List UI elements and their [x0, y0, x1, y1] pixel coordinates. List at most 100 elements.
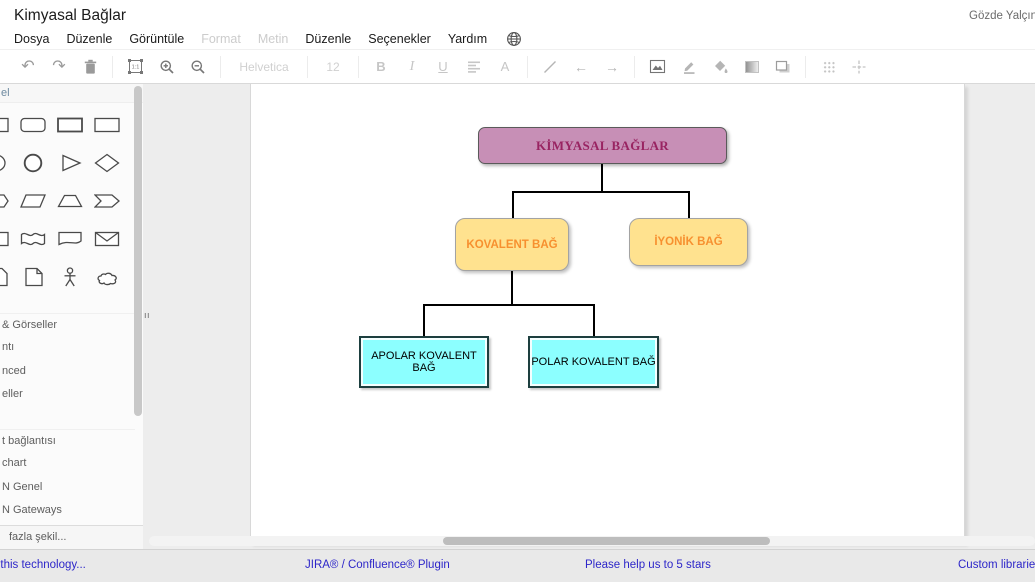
shape-actor[interactable]: [57, 267, 83, 287]
language-globe-icon[interactable]: [506, 31, 522, 47]
gradient-icon[interactable]: [744, 58, 760, 76]
shape-diamond[interactable]: [94, 153, 120, 173]
menu-duzenle-2[interactable]: Düzenle: [305, 31, 352, 46]
shape-note[interactable]: [0, 267, 9, 287]
shape-hexagon[interactable]: [0, 191, 9, 211]
shape-parallelogram[interactable]: [20, 191, 46, 211]
shape-rectangle[interactable]: [57, 115, 83, 135]
shape-rounded-rectangle[interactable]: [20, 115, 46, 135]
sidebar-section-gorseller[interactable]: & Görseller: [0, 313, 135, 336]
user-name[interactable]: Gözde Yalçın: [969, 10, 1035, 22]
toolbar-group-connection: ← →: [528, 55, 635, 78]
sidebar-section-header-label: el: [1, 87, 10, 99]
connector-kovalent-horizontal[interactable]: [423, 304, 595, 306]
menu-secenekler[interactable]: Seçenekler: [368, 31, 431, 46]
guides-icon[interactable]: [851, 58, 867, 76]
svg-text:1:1: 1:1: [132, 65, 140, 71]
zoom-in-icon[interactable]: [159, 58, 175, 76]
diagram-node-iyonik-bag[interactable]: İYONİK BAĞ: [629, 218, 748, 266]
italic-icon[interactable]: I: [409, 58, 415, 74]
bold-icon[interactable]: B: [376, 59, 386, 74]
image-icon[interactable]: [649, 58, 666, 76]
underline-icon[interactable]: U: [438, 59, 448, 74]
shape-chevron[interactable]: [94, 191, 120, 211]
sidebar-section-nti[interactable]: ntı: [2, 341, 15, 353]
shape-ellipse[interactable]: [0, 153, 9, 173]
menu-metin[interactable]: Metin: [257, 31, 289, 46]
sidebar-scrollbar-thumb[interactable]: [134, 86, 142, 416]
toolbar-group-history: ↶ ↷: [20, 55, 113, 78]
diagram-node-polar-kovalent-bag[interactable]: POLAR KOVALENT BAĞ: [528, 336, 659, 388]
sidebar-section-n-gateways[interactable]: N Gateways: [2, 504, 62, 516]
toolbar: ↶ ↷ 1:1: [0, 49, 1035, 84]
fill-color-icon[interactable]: [712, 58, 729, 76]
shape-tape[interactable]: [20, 229, 46, 249]
shadow-icon[interactable]: [775, 58, 791, 76]
connector-root-horizontal[interactable]: [512, 191, 690, 193]
arrow-right-icon[interactable]: →: [605, 58, 619, 75]
arrow-left-icon[interactable]: ←: [574, 58, 588, 75]
diagram-page[interactable]: KİMYASAL BAĞLAR KOVALENT BAĞ İYONİK BAĞ …: [250, 84, 965, 543]
sidebar-section-nced[interactable]: nced: [2, 365, 26, 377]
footer-link-technology[interactable]: t this technology...: [0, 559, 86, 571]
footer-bar: t this technology... JIRA® / Confluence®…: [0, 549, 1035, 582]
diagram-node-kimyasal-baglar[interactable]: KİMYASAL BAĞLAR: [478, 127, 727, 164]
font-color-icon[interactable]: A: [500, 59, 510, 74]
canvas-hscrollbar-track[interactable]: [149, 536, 1035, 546]
grid-icon[interactable]: [820, 58, 836, 76]
zoom-out-icon[interactable]: [190, 58, 206, 76]
menu-dosya[interactable]: Dosya: [14, 31, 50, 46]
connector-to-apolar[interactable]: [423, 306, 425, 336]
more-shapes-button[interactable]: fazla şekil...: [0, 525, 143, 549]
connector-root-down[interactable]: [601, 164, 603, 191]
sidebar-section-n-genel[interactable]: N Genel: [2, 481, 43, 493]
shape-rectangle[interactable]: [94, 115, 120, 135]
canvas-hscrollbar-thumb[interactable]: [443, 537, 770, 545]
menu-duzenle[interactable]: Düzenle: [66, 31, 113, 46]
diagram-node-apolar-kovalent-bag[interactable]: APOLAR KOVALENT BAĞ: [359, 336, 489, 388]
connector-to-polar[interactable]: [593, 306, 595, 336]
toolbar-group-zoom: 1:1: [113, 55, 221, 78]
sidebar-section-baglantisi[interactable]: t bağlantısı: [0, 429, 135, 452]
shape-cloud[interactable]: [94, 267, 120, 287]
menu-yardim[interactable]: Yardım: [447, 31, 488, 46]
drawing-canvas[interactable]: ıı KİMYASAL BAĞLAR KOVALENT BAĞ İYONİK B…: [143, 84, 1035, 549]
diagram-node-kovalent-bag[interactable]: KOVALENT BAĞ: [455, 218, 569, 271]
shapes-sidebar: el: [0, 84, 143, 549]
shape-palette: [0, 106, 143, 296]
footer-link-5-stars[interactable]: Please help us to 5 stars: [585, 559, 711, 571]
line-color-icon[interactable]: [681, 58, 697, 76]
sidebar-section-eller[interactable]: eller: [2, 388, 23, 400]
shape-triangle[interactable]: [57, 153, 83, 173]
shape-circle[interactable]: [20, 153, 46, 173]
shape-rectangle[interactable]: [0, 229, 9, 249]
shape-rectangle[interactable]: [0, 115, 9, 135]
undo-icon[interactable]: ↶: [21, 57, 35, 75]
toolbar-group-style: [635, 55, 806, 78]
footer-link-custom-libraries[interactable]: Custom libraries: [958, 559, 1035, 571]
footer-link-jira-confluence[interactable]: JIRA® / Confluence® Plugin: [305, 559, 450, 571]
menu-format[interactable]: Format: [201, 31, 241, 46]
titlebar: Kimyasal Bağlar Gözde Yalçın: [0, 0, 1035, 28]
delete-icon[interactable]: [82, 58, 98, 76]
font-size-select[interactable]: 12: [326, 59, 340, 74]
sidebar-section-header[interactable]: el: [0, 84, 143, 103]
shape-callout[interactable]: [57, 229, 83, 249]
sidebar-splitter-handle[interactable]: ıı: [144, 310, 151, 320]
font-family-select[interactable]: Helvetica: [239, 59, 289, 74]
shape-document[interactable]: [20, 267, 46, 287]
align-icon[interactable]: [466, 58, 482, 76]
line-icon[interactable]: [542, 58, 558, 76]
shape-envelope[interactable]: [94, 229, 120, 249]
connector-to-iyonik[interactable]: [688, 193, 690, 218]
connector-kovalent-down[interactable]: [511, 271, 513, 304]
sidebar-section-chart[interactable]: chart: [2, 457, 27, 469]
menu-goruntule[interactable]: Görüntüle: [129, 31, 185, 46]
document-title[interactable]: Kimyasal Bağlar: [14, 7, 126, 24]
redo-icon[interactable]: ↷: [52, 57, 66, 75]
shape-trapezoid[interactable]: [57, 191, 83, 211]
fit-page-icon[interactable]: 1:1: [127, 58, 144, 76]
connector-to-kovalent[interactable]: [512, 193, 514, 218]
main-area: el: [0, 84, 1035, 549]
